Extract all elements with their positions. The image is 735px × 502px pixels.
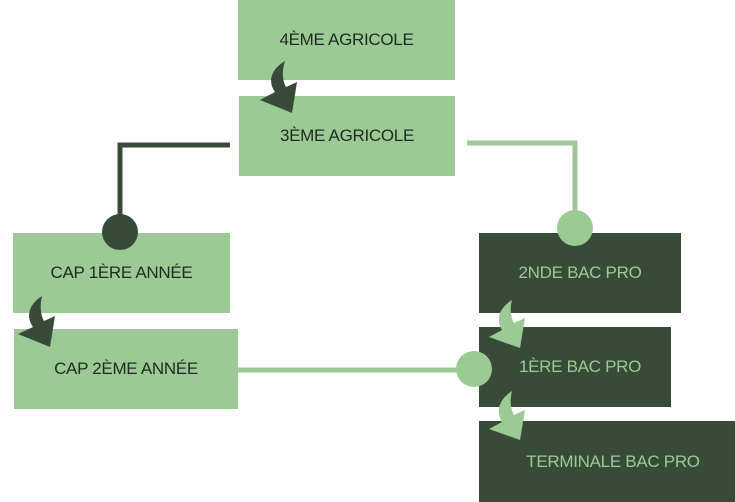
connector-3eme-to-bacpro — [467, 140, 578, 228]
node-label: TERMINALE BAC PRO — [526, 451, 700, 471]
node-cap-2eme-annee: CAP 2ÈME ANNÉE — [14, 329, 238, 409]
node-2nde-bac-pro: 2NDE BAC PRO — [479, 233, 681, 313]
node-terminale-bac-pro: TERMINALE BAC PRO — [479, 421, 735, 502]
arrow-icon — [489, 391, 525, 440]
node-label: 4ÈME AGRICOLE — [279, 30, 414, 49]
node-cap-1ere-annee: CAP 1ÈRE ANNÉE — [13, 233, 230, 313]
arrow-icon — [18, 296, 55, 347]
connector-dot — [456, 351, 492, 387]
node-3eme-agricole: 3ÈME AGRICOLE — [239, 96, 455, 176]
node-label: 2NDE BAC PRO — [518, 263, 642, 282]
arrow-icon — [260, 61, 297, 113]
node-label: 3ÈME AGRICOLE — [279, 126, 415, 145]
arrow-icon — [489, 300, 525, 348]
connector-3eme-to-cap — [117, 142, 230, 233]
node-label: 1ÈRE BAC PRO — [518, 357, 642, 376]
node-label: CAP 2ÈME ANNÉE — [54, 359, 198, 378]
connector-dot — [557, 210, 593, 246]
node-4eme-agricole: 4ÈME AGRICOLE — [238, 0, 455, 80]
node-label: CAP 1ÈRE ANNÉE — [50, 263, 193, 282]
connector-dot — [102, 214, 138, 250]
